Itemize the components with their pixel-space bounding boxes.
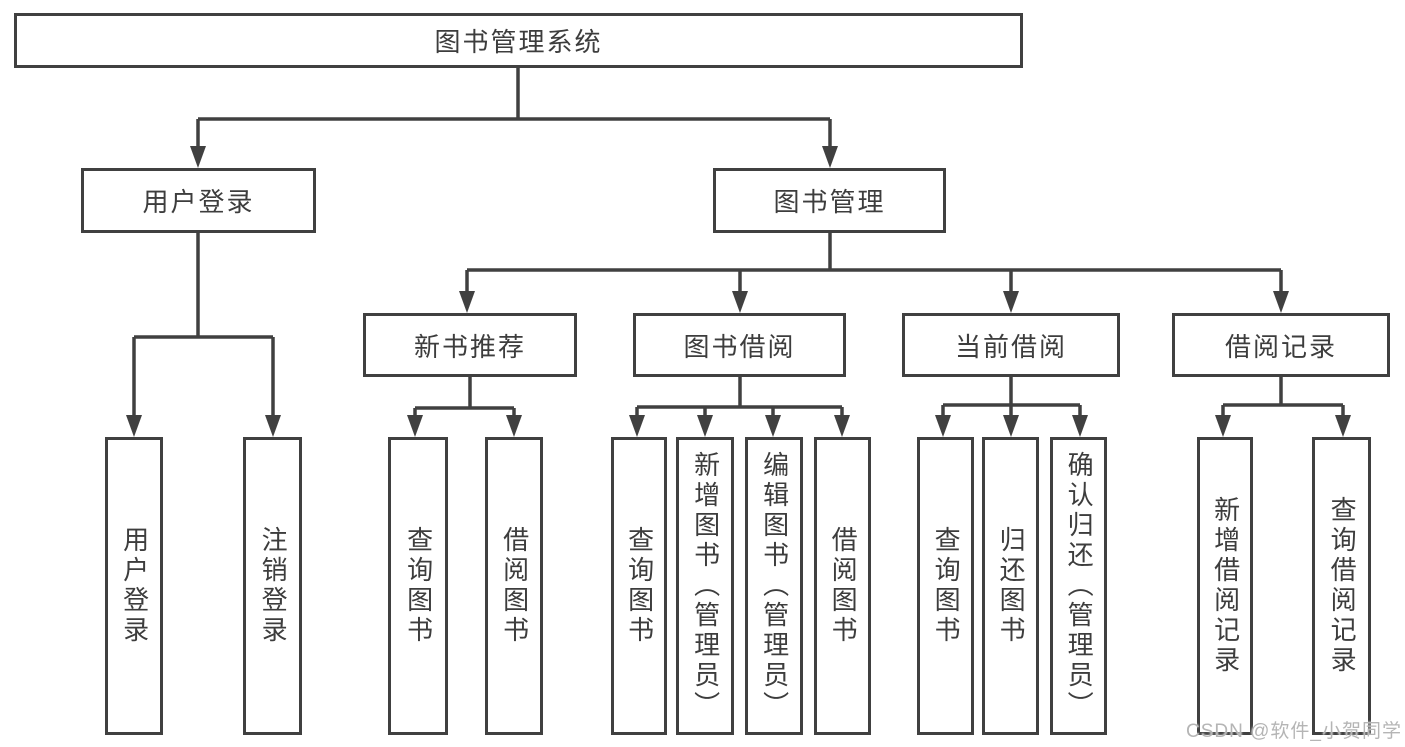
leaf-add-borrowing-record: 新增借阅记录 — [1197, 437, 1253, 735]
node-label: 查询图书 — [624, 526, 655, 646]
leaf-search-books-recommend: 查询图书 — [388, 437, 448, 735]
node-label: 当前借阅 — [954, 331, 1067, 362]
node-label: 新增借阅记录 — [1210, 496, 1241, 676]
leaf-search-books-current: 查询图书 — [917, 437, 974, 735]
leaf-borrow-books-recommend: 借阅图书 — [485, 437, 543, 735]
node-user-login: 用户登录 — [81, 168, 316, 233]
node-book-borrowing: 图书借阅 — [633, 313, 846, 377]
leaf-add-books-admin: 新增图书（管理员） — [676, 437, 734, 735]
node-label: 图书管理 — [773, 187, 886, 217]
node-label: 确认归还（管理员） — [1064, 451, 1095, 721]
node-library-management-system: 图书管理系统 — [14, 13, 1023, 68]
leaf-borrow-books: 借阅图书 — [814, 437, 871, 735]
leaf-edit-books-admin: 编辑图书（管理员） — [745, 437, 803, 735]
node-label: 新书推荐 — [413, 331, 526, 362]
node-label: 用户登录 — [142, 187, 255, 217]
node-label: 新增图书（管理员） — [690, 451, 721, 721]
node-new-book-recommendation: 新书推荐 — [363, 313, 577, 377]
leaf-search-books-borrowing: 查询图书 — [611, 437, 667, 735]
node-borrowing-records: 借阅记录 — [1172, 313, 1390, 377]
node-label: 归还图书 — [996, 526, 1027, 646]
csdn-watermark: CSDN @软件_小贺同学 — [1186, 721, 1402, 742]
node-book-management: 图书管理 — [713, 168, 946, 233]
leaf-search-borrowing-record: 查询借阅记录 — [1312, 437, 1371, 735]
node-label: 借阅图书 — [828, 526, 859, 646]
node-label: 查询图书 — [403, 526, 434, 646]
node-label: 图书借阅 — [683, 331, 796, 362]
node-label: 查询图书 — [931, 526, 962, 646]
node-label: 借阅图书 — [499, 526, 530, 646]
node-label: 编辑图书（管理员） — [759, 451, 790, 721]
node-current-borrowing: 当前借阅 — [902, 313, 1120, 377]
node-label: 用户登录 — [119, 526, 150, 646]
node-label: 借阅记录 — [1224, 331, 1337, 362]
leaf-logout: 注销登录 — [243, 437, 302, 735]
node-label: 图书管理系统 — [434, 27, 603, 57]
leaf-confirm-return-admin: 确认归还（管理员） — [1050, 437, 1107, 735]
leaf-user-login: 用户登录 — [105, 437, 163, 735]
leaf-return-books: 归还图书 — [982, 437, 1039, 735]
node-label: 注销登录 — [258, 526, 289, 646]
node-label: 查询借阅记录 — [1327, 496, 1358, 676]
